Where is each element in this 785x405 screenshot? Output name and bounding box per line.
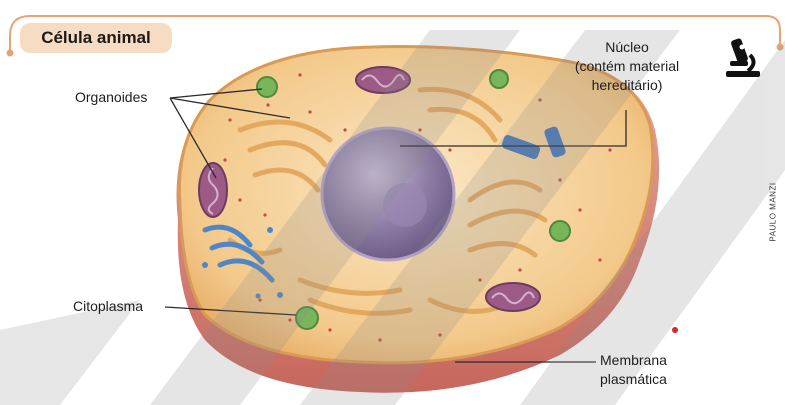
red-dot (672, 327, 678, 333)
section-title: Célula animal (20, 23, 172, 53)
label-membrana: Membrana plasmática (600, 351, 667, 389)
label-citoplasma: Citoplasma (73, 297, 143, 316)
label-organoides: Organoides (75, 88, 147, 107)
image-credit: PAULO MANZI (769, 182, 778, 241)
label-membrana-line2: plasmática (600, 370, 667, 389)
label-nucleo: Núcleo (contém material hereditário) (552, 38, 702, 95)
microscope-icon (722, 35, 764, 79)
label-nucleo-line2: (contém material (552, 57, 702, 76)
label-nucleo-line1: Núcleo (552, 38, 702, 57)
label-membrana-line1: Membrana (600, 351, 667, 370)
label-nucleo-line3: hereditário) (552, 76, 702, 95)
